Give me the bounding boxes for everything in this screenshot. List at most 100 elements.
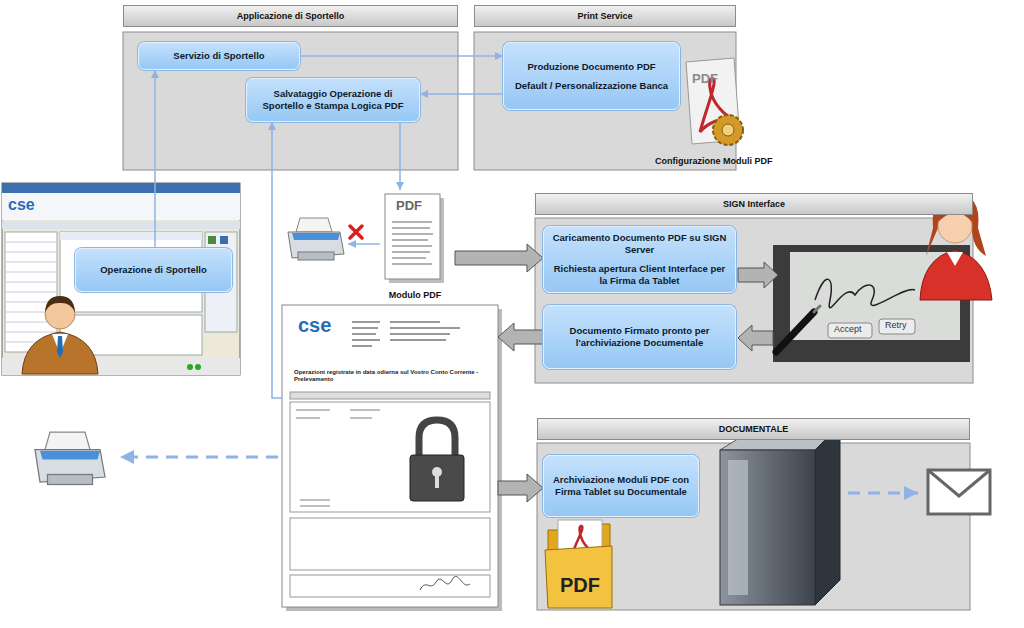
screenshot-window-part: [208, 236, 216, 244]
signed-document-part: [282, 305, 498, 607]
server-icon-part: [720, 450, 815, 605]
block-arrow: [738, 262, 778, 351]
panel-body-part: [535, 218, 973, 383]
screenshot-window-part: [220, 236, 228, 244]
mail-icon-part: [928, 470, 990, 514]
screenshot-window-part: [195, 364, 201, 370]
screenshot-window-part: [2, 193, 240, 220]
tablet-photo-part: [815, 279, 915, 307]
process-box: Documento Firmato pronto per l'archiviaz…: [543, 305, 736, 369]
operator-person-part: [22, 332, 98, 374]
signed-document-part: [419, 420, 455, 456]
document-page: Operazioni registrate in data odierna su…: [282, 305, 498, 607]
flow-arrow: [272, 122, 282, 398]
box-label: Documento Firmato pronto per l'archiviaz…: [550, 325, 729, 349]
icon-label: Accept: [834, 325, 862, 335]
signed-document-part: [352, 322, 460, 346]
signed-document-part: [435, 474, 439, 488]
box-label: Default / Personalizzazione Banca: [515, 80, 668, 92]
icon-caption: Modulo PDF: [389, 290, 442, 300]
pdf-config-icon-part: [722, 124, 734, 136]
print-arrow-part: [120, 456, 278, 459]
pdf-module-icon-part: [385, 194, 440, 279]
signed-document-part: [290, 575, 490, 597]
screenshot-window-part: [5, 232, 57, 352]
pdf-config-icon: [686, 58, 743, 145]
panel-body-part: [123, 32, 458, 170]
flow-arrow: [420, 93, 503, 95]
block-arrow-part: [738, 262, 778, 288]
panel-group: DOCUMENTALE Archiviazione Moduli PDF con …: [537, 418, 970, 610]
process-box: Archiviazione Moduli PDF con Firma Table…: [543, 455, 699, 517]
printer-icon-part: [48, 475, 93, 485]
panel-group: SIGN InterfaceCaricamento Documento PDF …: [535, 193, 973, 383]
tablet-photo-part: [879, 319, 915, 334]
signed-document-part: [290, 402, 490, 512]
printer-icon: [288, 218, 344, 260]
server-icon: [720, 425, 840, 605]
print-arrow-part: [848, 492, 918, 495]
icon-label: Configurazione Moduli PDF: [655, 157, 773, 167]
tablet-photo-part: [828, 323, 872, 338]
signed-document-part: [290, 518, 490, 570]
screenshot-window-part: [2, 183, 240, 375]
pdf-module-icon-part: [392, 222, 433, 264]
signed-document: [282, 305, 502, 611]
box-label: Salvataggio Operazione di Sportello e St…: [253, 88, 413, 112]
process-box: Operazione di Sportello: [75, 248, 232, 292]
signed-document-part: [410, 455, 464, 501]
printer-icon-part: [40, 451, 100, 460]
panel-body: [123, 32, 973, 610]
icon-label: PDF: [560, 574, 600, 596]
server-icon-part: [728, 460, 748, 595]
flow-arrow: [154, 70, 156, 248]
print-arrow: [348, 244, 380, 245]
signed-document-part: [290, 392, 490, 399]
screenshot-window-part: [5, 242, 57, 342]
box-label: Operazione di Sportello: [100, 264, 207, 276]
tablet-photo-part: [814, 306, 820, 312]
flow-arrow: [399, 122, 401, 190]
operator-person: [22, 296, 98, 374]
icon-label: Retry: [885, 321, 907, 331]
process-box: Salvataggio Operazione di Sportello e St…: [246, 78, 420, 122]
panel-header: SIGN Interface: [535, 193, 973, 215]
mail-icon: [928, 470, 990, 514]
icon-label: cse: [298, 314, 331, 336]
pdf-module-icon: [385, 194, 444, 283]
block-arrow: [455, 244, 543, 272]
printer-icon-part: [296, 218, 332, 232]
box-label: Archiviazione Moduli PDF con Firma Table…: [550, 474, 692, 498]
icon-label: cse: [8, 196, 35, 214]
screenshot-window-part: [187, 364, 193, 370]
screenshot-window-part: [2, 221, 240, 229]
signer-person-part: [947, 252, 963, 266]
panel-header: Applicazione di Sportello: [123, 5, 458, 27]
tablet-photo-part: [776, 312, 814, 352]
panel-group: Print ServiceProduzione Documento PDFDef…: [474, 5, 736, 170]
signed-document-part: [296, 410, 380, 506]
operator-person-part: [57, 336, 63, 358]
block-arrow: [498, 323, 543, 351]
blocked-mark-part: [350, 226, 362, 238]
panel-header: DOCUMENTALE: [537, 418, 970, 440]
document-heading: Operazioni registrate in data odierna su…: [294, 369, 486, 383]
box-label: Servizio di Sportello: [173, 50, 264, 62]
pdf-config-icon-part: [713, 115, 743, 145]
printer-icon-part: [298, 252, 334, 260]
panel-body-part: [537, 443, 970, 610]
icon-label: PDF: [396, 199, 422, 213]
icon-label: PDF: [692, 72, 718, 86]
pdf-folder-icon-part: [545, 546, 612, 608]
process-box: Caricamento Documento PDF su SIGN Server…: [543, 226, 736, 293]
signed-document-part: [420, 576, 470, 590]
screenshot-window: [2, 183, 240, 375]
pdf-folder-icon: [545, 520, 612, 608]
operator-person-part: [45, 296, 75, 312]
box-label: Caricamento Documento PDF su SIGN Server: [550, 232, 729, 256]
block-arrow-part: [738, 325, 773, 351]
server-icon-part: [815, 425, 840, 605]
box-label: Produzione Documento PDF: [527, 61, 655, 73]
printer-icon-part: [45, 432, 90, 450]
